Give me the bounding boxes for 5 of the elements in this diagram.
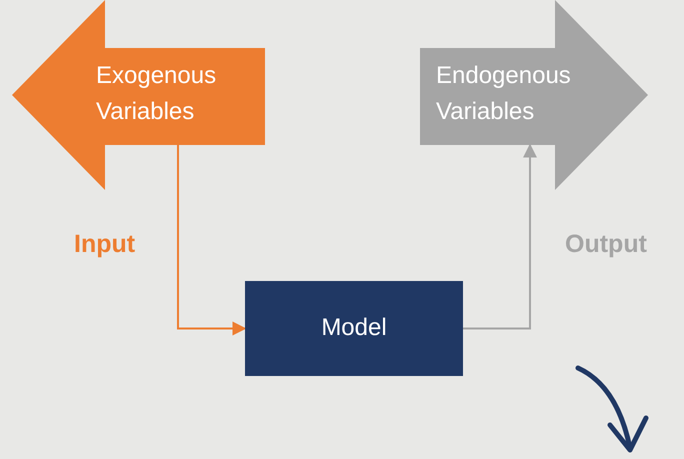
node-label: Endogenous Variables [436, 61, 572, 127]
node-label: Exogenous Variables [96, 61, 218, 127]
arrow [463, 144, 537, 330]
node-label: Model [320, 313, 388, 343]
arrow [177, 145, 246, 336]
